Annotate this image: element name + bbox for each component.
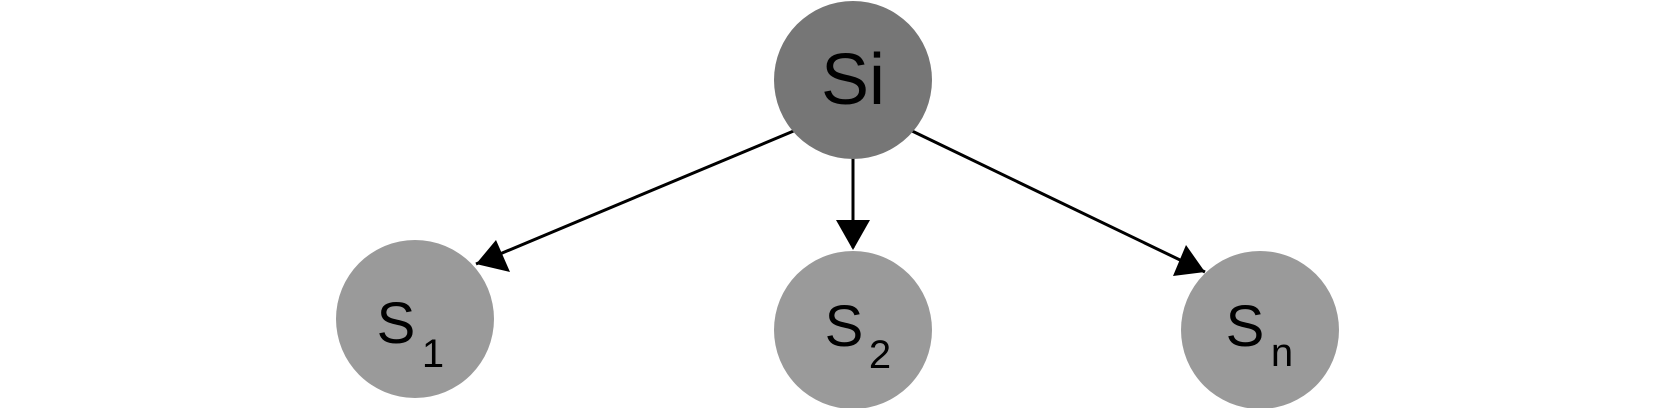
child-node-1-label: S: [377, 291, 416, 356]
child-node-n: S n: [1181, 251, 1339, 408]
child-node-2: S 2: [774, 251, 932, 408]
root-node-circle: [774, 1, 932, 159]
root-node-label: Si: [821, 40, 885, 120]
child-node-2-subscript: 2: [869, 333, 891, 377]
child-node-1-subscript: 1: [422, 332, 444, 376]
child-node-2-circle: [774, 251, 932, 408]
root-node: Si: [774, 1, 932, 159]
child-node-n-circle: [1181, 251, 1339, 408]
arrowhead-child-n: [1173, 245, 1205, 276]
child-node-1-circle: [336, 240, 494, 398]
child-node-2-base: S: [825, 294, 864, 359]
child-node-1: S 1: [336, 240, 494, 398]
arrowhead-child-1: [476, 240, 510, 272]
child-node-n-subscript: n: [1271, 331, 1293, 375]
edge-root-to-child-n: [909, 128, 1206, 274]
arrowhead-child-2: [836, 220, 870, 250]
child-node-n-label: S: [1226, 294, 1265, 359]
child-node-1-base: S: [377, 291, 416, 356]
edges: [475, 128, 1206, 276]
edge-root-to-child-1: [475, 128, 797, 266]
child-node-2-label: S: [825, 294, 864, 359]
child-node-n-base: S: [1226, 294, 1265, 359]
